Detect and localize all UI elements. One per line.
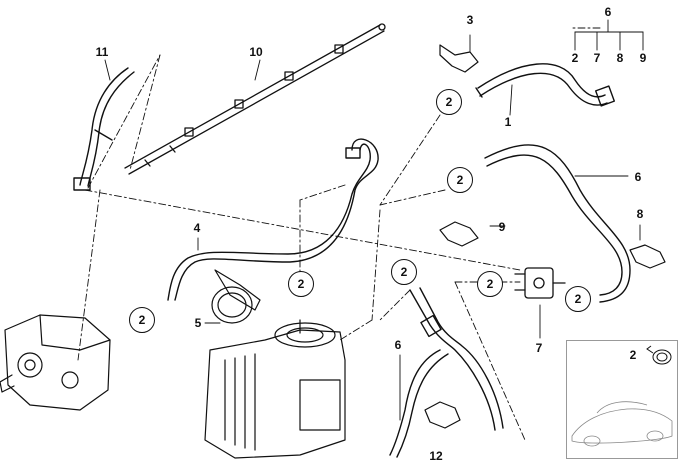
label-part-7: 7 (535, 341, 543, 355)
label-key-2: 2 (571, 51, 579, 65)
callout-circle: 2 (565, 286, 591, 312)
label-part-1: 1 (504, 115, 512, 129)
clamp-5 (211, 269, 261, 324)
hose-4 (167, 138, 379, 301)
line-11 (73, 67, 135, 191)
label-part-11: 11 (95, 45, 109, 59)
label-key-9: 9 (639, 51, 647, 65)
callout-circle: 2 (477, 271, 503, 297)
solid-leaders (104, 19, 644, 421)
hose-1 (475, 63, 616, 107)
label-part-8: 8 (636, 207, 644, 221)
label-part-12: 12 (429, 449, 443, 463)
label-part-3: 3 (466, 13, 474, 27)
label-key-7: 7 (593, 51, 601, 65)
label-part-4: 4 (193, 221, 201, 235)
inset-thumbnail: 2 (566, 340, 678, 459)
label-part-6-low: 6 (394, 338, 402, 352)
fuel-rail-10 (124, 23, 386, 175)
label-part-5: 5 (194, 316, 202, 330)
callout-circle: 2 (391, 259, 417, 285)
clamps (424, 44, 666, 429)
high-pressure-pump (0, 314, 111, 411)
label-part-6-top: 6 (604, 5, 612, 19)
callout-circle: 2 (288, 271, 314, 297)
inset-label: 2 (629, 348, 637, 362)
inset-art (571, 345, 673, 447)
label-part-10: 10 (249, 45, 263, 59)
hose-6-lower (389, 287, 504, 458)
fuel-filter-unit (204, 319, 346, 459)
callout-circle: 2 (129, 307, 155, 333)
label-key-8: 8 (616, 51, 624, 65)
label-part-9: 9 (498, 220, 506, 234)
label-part-6-mid: 6 (634, 170, 642, 184)
hose-6 (484, 144, 631, 303)
leader-lines (77, 27, 601, 441)
callout-circle: 2 (436, 89, 462, 115)
valve-7 (514, 267, 566, 299)
callout-circle: 2 (447, 167, 473, 193)
